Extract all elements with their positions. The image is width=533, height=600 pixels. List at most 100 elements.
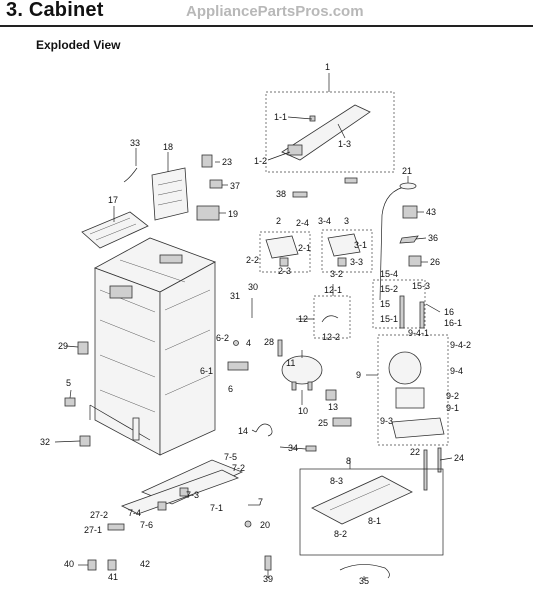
callout-7-6: 7-6 (140, 520, 153, 530)
callout-41: 41 (108, 572, 118, 582)
part-29-drawing (77, 341, 89, 355)
panel-17-drawing (81, 211, 149, 249)
callout-12-1: 12-1 (324, 285, 342, 295)
wire-33-drawing (123, 167, 138, 183)
bracket-1-3-drawing (281, 104, 371, 161)
part-26-drawing (408, 255, 422, 267)
callout-42: 42 (140, 559, 150, 569)
callout-16-1: 16-1 (444, 318, 462, 328)
leader-lines (54, 73, 453, 580)
panel-18-drawing (151, 167, 189, 221)
callout-21: 21 (402, 166, 412, 176)
part-41-drawing (107, 559, 117, 571)
callout-39: 39 (263, 574, 273, 584)
callout-35: 35 (359, 576, 369, 586)
callout-3: 3 (344, 216, 349, 226)
callout-26: 26 (430, 257, 440, 267)
callout-8-1: 8-1 (368, 516, 381, 526)
callout-22: 22 (410, 447, 420, 457)
part-34-drawing (305, 445, 317, 452)
part-23-drawing (201, 154, 213, 168)
callout-18: 18 (163, 142, 173, 152)
header-rule (0, 25, 533, 27)
cord-35-drawing (339, 564, 390, 579)
callout-37: 37 (230, 181, 240, 191)
callout-40: 40 (64, 559, 74, 569)
part-13-drawing (325, 389, 337, 401)
tube-22-drawing (423, 449, 428, 491)
part-38b-drawing (344, 177, 358, 184)
callout-33: 33 (130, 138, 140, 148)
part-36-drawing (399, 235, 419, 244)
hose-14-drawing (255, 423, 273, 437)
callout-9-4-1: 9-4-1 (408, 328, 429, 338)
group-12-frame (313, 295, 351, 339)
callout-36: 36 (428, 233, 438, 243)
callout-29: 29 (58, 341, 68, 351)
group-2-frame (259, 231, 311, 273)
callout-9-1: 9-1 (446, 403, 459, 413)
callout-32: 32 (40, 437, 50, 447)
callout-2: 2 (276, 216, 281, 226)
callout-3-4: 3-4 (318, 216, 331, 226)
exploded-view-title: Exploded View (36, 38, 121, 52)
callout-2-2: 2-2 (246, 255, 259, 265)
pcb-19-drawing (196, 205, 220, 221)
callout-9: 9 (356, 370, 361, 380)
callout-6: 6 (228, 384, 233, 394)
callout-7-5: 7-5 (224, 452, 237, 462)
part-37-drawing (209, 179, 223, 189)
callout-7-1: 7-1 (210, 503, 223, 513)
callout-19: 19 (228, 209, 238, 219)
part-28-drawing (277, 339, 283, 357)
callout-6-1: 6-1 (200, 366, 213, 376)
callout-9-2: 9-2 (446, 391, 459, 401)
callout-27-1: 27-1 (84, 525, 102, 535)
callout-5: 5 (66, 378, 71, 388)
callout-9-4: 9-4 (450, 366, 463, 376)
callout-15: 15 (380, 299, 390, 309)
group-9-frame (377, 334, 449, 446)
watermark-text: AppliancePartsPros.com (186, 3, 364, 20)
callout-labels: 1 1-1 1-2 1-3 33 18 23 37 17 19 38 21 43… (40, 62, 471, 586)
callout-3-2: 3-2 (330, 269, 343, 279)
callout-31: 31 (230, 291, 240, 301)
callout-7-4: 7-4 (128, 508, 141, 518)
callout-23: 23 (222, 157, 232, 167)
callout-16: 16 (444, 307, 454, 317)
callout-8-3: 8-3 (330, 476, 343, 486)
callout-3-3: 3-3 (350, 257, 363, 267)
group-3-frame (321, 229, 373, 273)
screw-20-drawing (244, 520, 252, 528)
callout-7-2: 7-2 (232, 463, 245, 473)
part-32-drawing (79, 435, 91, 447)
callout-1: 1 (325, 62, 330, 72)
callout-10: 10 (298, 406, 308, 416)
group-8-frame (299, 468, 444, 556)
callout-3-1: 3-1 (354, 240, 367, 250)
part-25-drawing (332, 417, 352, 427)
callout-2-1: 2-1 (298, 243, 311, 253)
callout-6-2: 6-2 (216, 333, 229, 343)
part-5-drawing (64, 397, 76, 407)
part-27-drawing (107, 523, 125, 531)
callout-15-4: 15-4 (380, 269, 398, 279)
callout-9-4-2: 9-4-2 (450, 340, 471, 350)
callout-4: 4 (246, 338, 251, 348)
part-43-drawing (402, 205, 418, 219)
callout-17: 17 (108, 195, 118, 205)
callout-2-3: 2-3 (278, 266, 291, 276)
callout-30: 30 (248, 282, 258, 292)
page-header: 3. Cabinet AppliancePartsPros.com (0, 0, 533, 27)
group-1-frame (265, 91, 395, 173)
callout-20: 20 (260, 520, 270, 530)
callout-9-3: 9-3 (380, 416, 393, 426)
callout-8-2: 8-2 (334, 529, 347, 539)
callout-7: 7 (258, 497, 263, 507)
callout-27-2: 27-2 (90, 510, 108, 520)
callout-38: 38 (276, 189, 286, 199)
callout-12-2: 12-2 (322, 332, 340, 342)
callout-12: 12 (298, 314, 308, 324)
callout-28: 28 (264, 337, 274, 347)
